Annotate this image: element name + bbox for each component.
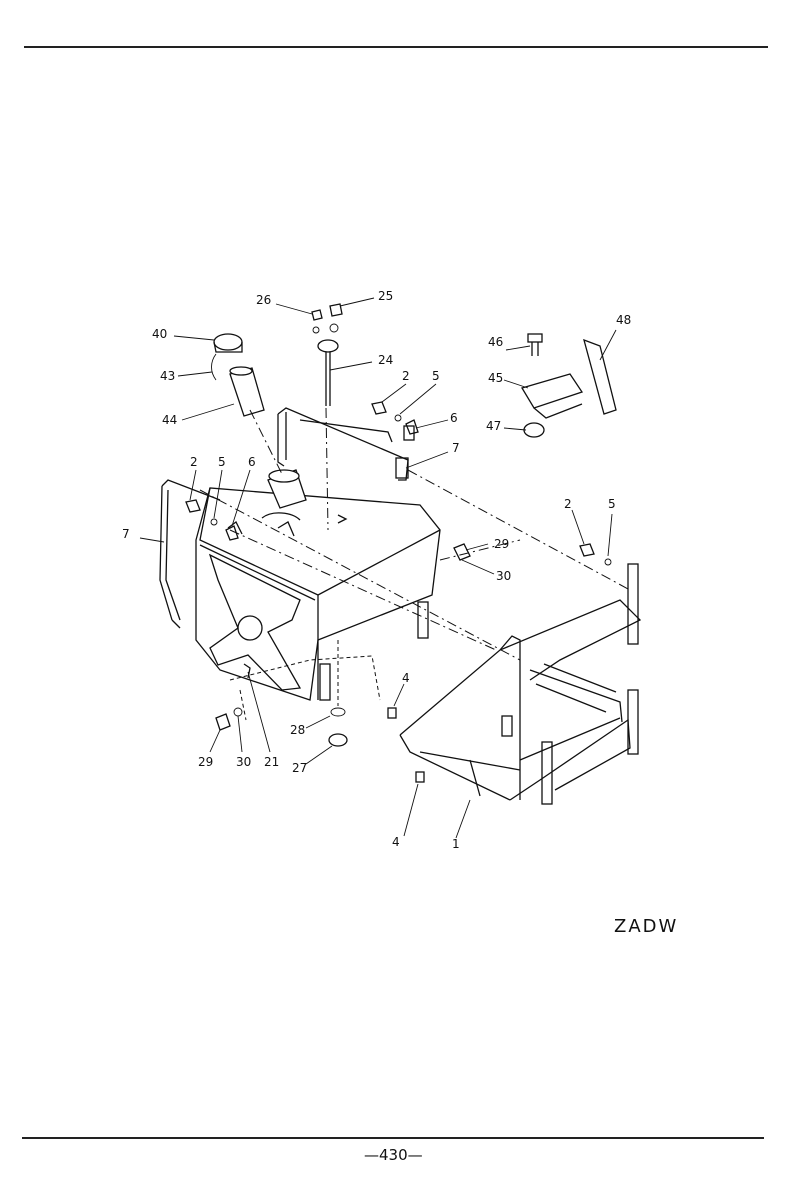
callout-29-bottom: 29 — [198, 755, 213, 769]
callout-43: 43 — [160, 369, 175, 383]
callout-48: 48 — [616, 313, 631, 327]
callout-40: 40 — [152, 327, 167, 341]
callout-30-bottom: 30 — [236, 755, 251, 769]
callout-47: 47 — [486, 419, 501, 433]
callout-26: 26 — [256, 293, 271, 307]
small-parts — [185, 303, 617, 783]
footer-rule — [22, 1137, 764, 1139]
callout-labels: 40 43 44 26 25 24 2 5 6 7 46 48 45 47 2 … — [122, 289, 631, 851]
leader-lines — [139, 297, 617, 839]
callout-4-top: 4 — [402, 671, 410, 685]
callout-44: 44 — [162, 413, 177, 427]
fuel-tank — [195, 469, 441, 701]
callout-2-top: 2 — [402, 369, 410, 383]
callout-2-right: 2 — [564, 497, 572, 511]
callout-30-right: 30 — [496, 569, 511, 583]
callout-27: 27 — [292, 761, 307, 775]
strap-right — [277, 407, 415, 481]
callout-5-left: 5 — [218, 455, 226, 469]
callout-46: 46 — [488, 335, 503, 349]
strap-left — [159, 479, 221, 629]
callout-5-right: 5 — [608, 497, 616, 511]
mounting-frame — [399, 563, 642, 805]
page-number: —430— — [364, 1146, 423, 1164]
callout-6-top: 6 — [450, 411, 458, 425]
callout-7-left: 7 — [122, 527, 130, 541]
assembly-lines — [199, 407, 631, 721]
header-rule — [24, 46, 768, 48]
callout-45: 45 — [488, 371, 503, 385]
callout-7-right: 7 — [452, 441, 460, 455]
callout-24: 24 — [378, 353, 393, 367]
callout-21: 21 — [264, 755, 279, 769]
diagram-code: ZADW — [614, 916, 679, 937]
callout-4-bottom: 4 — [392, 835, 400, 849]
callout-25: 25 — [378, 289, 393, 303]
callout-28: 28 — [290, 723, 305, 737]
callout-2-left: 2 — [190, 455, 198, 469]
callout-5-top: 5 — [432, 369, 440, 383]
callout-6-left: 6 — [248, 455, 256, 469]
callout-29-right: 29 — [494, 537, 509, 551]
callout-1: 1 — [452, 837, 460, 851]
